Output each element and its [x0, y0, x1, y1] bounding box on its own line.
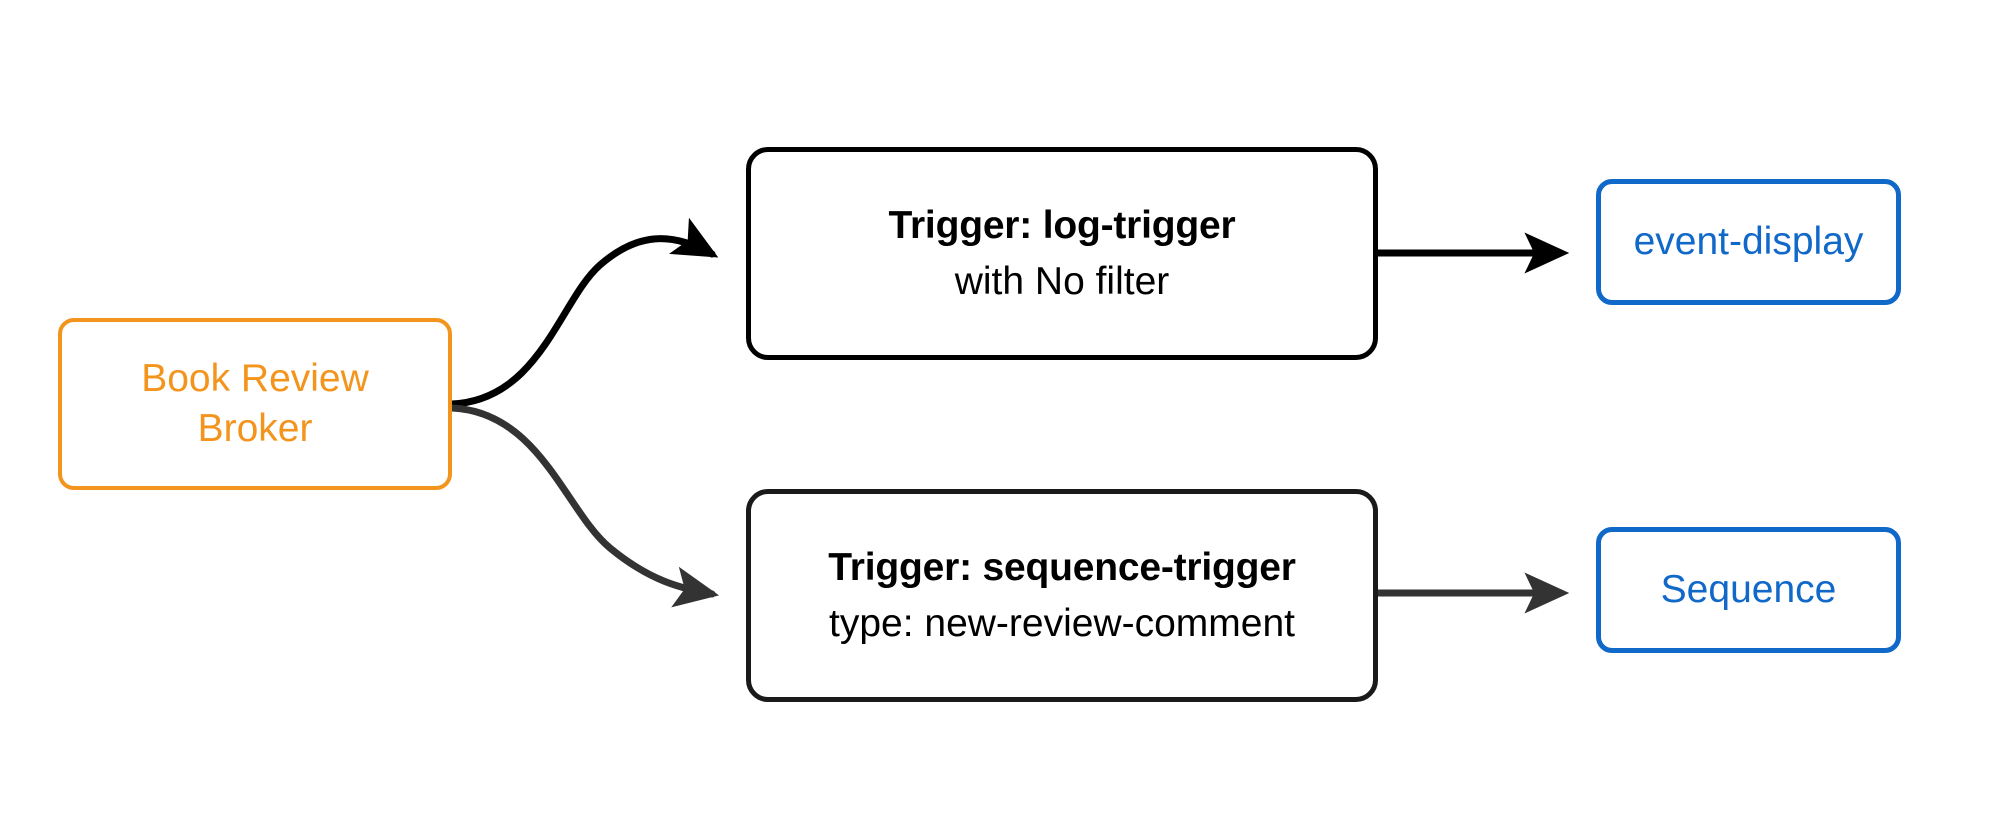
- node-sequence-trigger[interactable]: Trigger: sequence-trigger type: new-revi…: [746, 489, 1378, 702]
- edge-broker-to-log-trigger: [448, 217, 719, 408]
- node-broker-label-line1: Book Review: [141, 357, 369, 401]
- node-book-review-broker[interactable]: Book Review Broker: [58, 318, 452, 490]
- sequence-trigger-subtitle: type: new-review-comment: [829, 601, 1295, 645]
- sequence-label: Sequence: [1660, 568, 1837, 612]
- edge-broker-to-sequence-trigger: [448, 404, 720, 608]
- node-log-trigger[interactable]: Trigger: log-trigger with No filter: [746, 147, 1378, 360]
- node-broker-label-line2: Broker: [197, 407, 313, 450]
- event-display-label: event-display: [1633, 220, 1864, 264]
- node-event-display[interactable]: event-display: [1596, 179, 1901, 305]
- sequence-trigger-title: Trigger: sequence-trigger: [828, 545, 1296, 589]
- node-sequence[interactable]: Sequence: [1596, 527, 1901, 653]
- log-trigger-title: Trigger: log-trigger: [888, 203, 1236, 247]
- log-trigger-subtitle: with No filter: [954, 259, 1170, 303]
